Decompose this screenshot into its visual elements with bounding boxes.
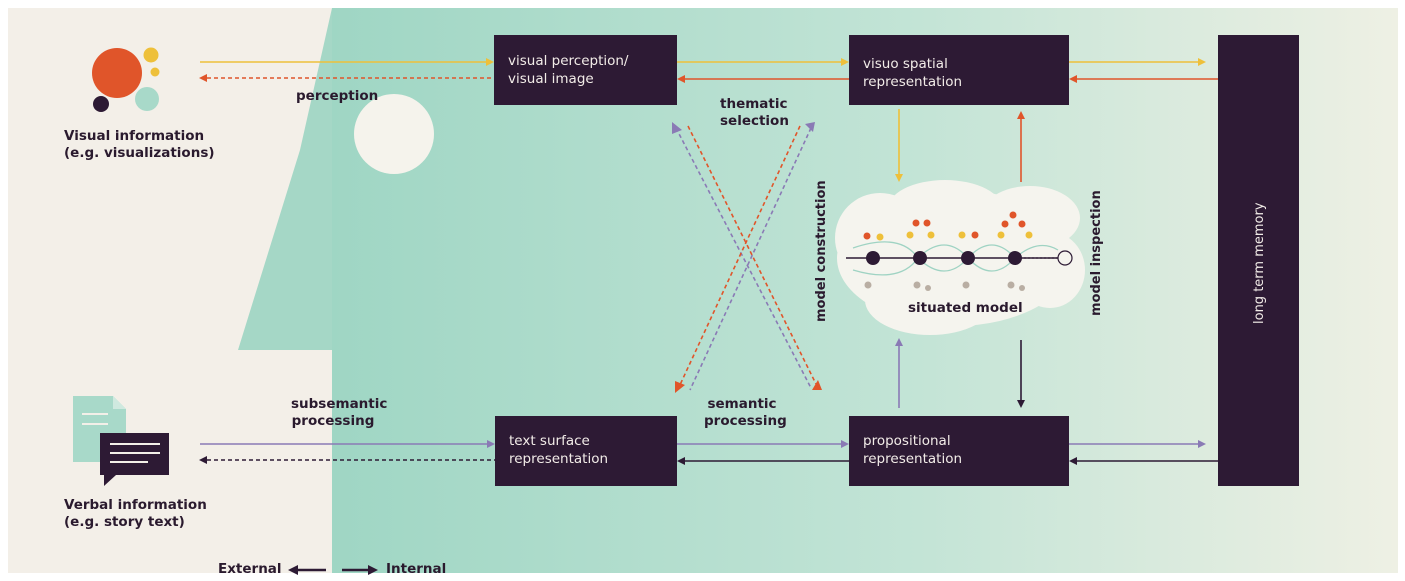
visuospatial-to-perception-arrow — [677, 75, 849, 83]
situated-model-network — [846, 211, 1073, 291]
semantic-processing-label: semantic processing — [704, 396, 787, 429]
visual-information-label: Visual information (e.g. visualizations) — [64, 128, 215, 162]
visual-information-subtitle: (e.g. visualizations) — [64, 145, 215, 161]
legend-external-arrow — [288, 565, 326, 575]
model-to-visuospatial-arrow — [1017, 111, 1025, 182]
head-silhouette — [238, 8, 332, 350]
model-inspection-label: model inspection — [1089, 190, 1104, 316]
verbal-information-label: Verbal information (e.g. story text) — [64, 497, 207, 531]
legend-internal-label: Internal — [386, 561, 447, 577]
propositional-representation-box: propositional representation — [849, 416, 1069, 486]
perception-label: perception — [296, 88, 379, 104]
situated-model-label: situated model — [908, 300, 1023, 316]
visuo-spatial-representation-box: visuo spatial representation — [849, 35, 1069, 105]
ltm-to-visuospatial-arrow — [1069, 75, 1218, 83]
thematic-selection-label: thematic selection — [720, 96, 789, 129]
long-term-memory-label: long term memory — [1252, 202, 1267, 324]
head-eye — [354, 94, 434, 174]
perception-to-visual-dashed-arrow — [199, 74, 494, 82]
visual-to-perception-arrow — [200, 58, 494, 66]
legend-internal-arrow — [342, 565, 378, 575]
verbal-information-subtitle: (e.g. story text) — [64, 514, 185, 530]
propositional-to-model-arrow — [895, 338, 903, 408]
propositional-to-ltm-arrow — [1069, 440, 1206, 448]
perception-to-semantic-dashed-arrow — [687, 125, 822, 390]
verbal-information-title: Verbal information — [64, 497, 207, 513]
propositional-to-textsurface-arrow — [677, 457, 849, 465]
visuospatial-to-ltm-arrow — [1069, 58, 1206, 66]
ltm-to-propositional-arrow — [1069, 457, 1218, 465]
verbal-to-textsurface-arrow — [200, 440, 495, 448]
model-construction-label: model construction — [814, 180, 829, 322]
subsemantic-processing-label: subsemantic processing — [291, 396, 388, 429]
textsurface-to-thematic-dashed-arrow — [689, 122, 815, 391]
thematic-to-textsurface-dashed-arrow — [672, 122, 812, 389]
legend-external-label: External — [218, 561, 282, 577]
textsurface-to-propositional-arrow — [677, 440, 849, 448]
visual-perception-box: visual perception/ visual image — [494, 35, 677, 105]
visual-information-title: Visual information — [64, 128, 205, 144]
perception-to-visuospatial-arrow — [677, 58, 849, 66]
visuospatial-to-model-arrow — [895, 109, 903, 182]
semantic-to-thematic-dashed-arrow — [675, 125, 801, 393]
model-to-propositional-arrow — [1017, 340, 1025, 408]
verbal-information-icon — [73, 396, 169, 486]
text-surface-representation-box: text surface representation — [495, 416, 677, 486]
visual-information-icon — [92, 47, 160, 112]
textsurface-to-verbal-dashed-arrow — [199, 456, 495, 464]
long-term-memory-box — [1218, 35, 1299, 486]
